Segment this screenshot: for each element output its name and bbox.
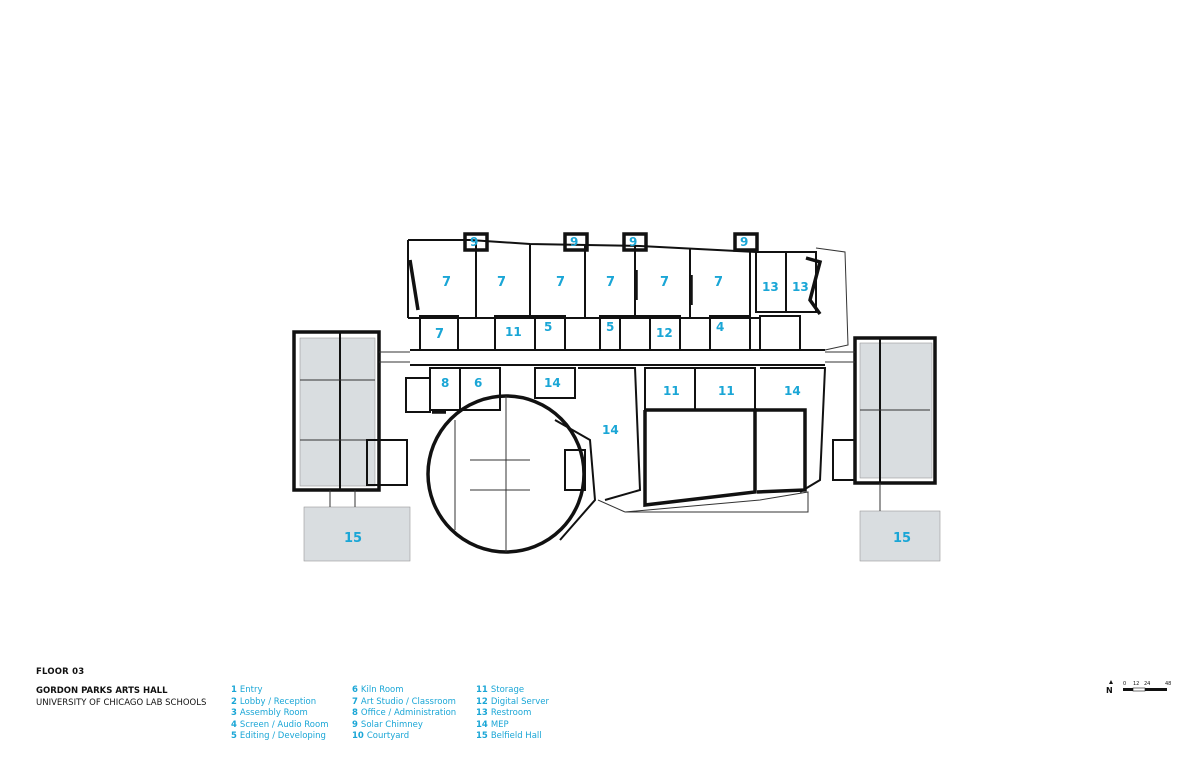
scale-bar: N 0 12 24 48	[1106, 680, 1171, 695]
scale-tick-12: 12	[1133, 681, 1139, 687]
room-label-office: 8	[441, 376, 449, 390]
room-label-studio-3: 7	[556, 275, 565, 290]
room-label-solar-chimney-2: 9	[570, 235, 578, 249]
room-label-kiln: 6	[474, 376, 482, 390]
east-wing	[832, 336, 937, 511]
scale-tick-0: 0	[1123, 681, 1126, 687]
room-label-restroom-1: 13	[762, 280, 779, 294]
room-label-mep-1: 14	[544, 376, 561, 390]
room-label-belfield-west: 15	[344, 531, 362, 546]
room-label-studio-6: 7	[714, 275, 723, 290]
north-arrow-icon: N	[1106, 686, 1113, 695]
room-label-digital-server: 12	[656, 326, 673, 340]
room-label-solar-chimney-3: 9	[629, 235, 637, 249]
room-label-mep-2: 14	[784, 384, 801, 398]
solar-chimney-2	[563, 232, 589, 252]
client-name: UNIVERSITY OF CHICAGO LAB SCHOOLS	[36, 698, 207, 708]
floor-plan: 9 9 9 9 7 7 7 7 7 7 7 13 13 11 5 5 12 4 …	[292, 232, 941, 562]
room-label-editing-1: 5	[544, 320, 552, 334]
solar-chimney-4	[733, 232, 759, 252]
room-label-solar-chimney-4: 9	[740, 235, 748, 249]
room-label-studio-2: 7	[497, 275, 506, 290]
room-label-storage-3: 11	[718, 384, 735, 398]
scale-tick-24: 24	[1144, 681, 1150, 687]
room-label-belfield-east: 15	[893, 531, 911, 546]
solar-chimney-3	[622, 232, 648, 252]
project-title: GORDON PARKS ARTS HALL	[36, 686, 168, 696]
room-label-screen-audio: 4	[716, 320, 724, 334]
south-rooms	[405, 367, 827, 513]
belfield-hall-east	[859, 510, 941, 562]
room-label-storage-1: 11	[505, 325, 522, 339]
circular-room	[426, 394, 597, 554]
studio-band	[407, 232, 849, 351]
floor-title: FLOOR 03	[36, 667, 85, 677]
room-label-editing-2: 5	[606, 320, 614, 334]
west-wing	[292, 330, 408, 507]
room-label-studio-1: 7	[442, 275, 451, 290]
belfield-hall-west	[303, 506, 411, 562]
room-label-storage-2: 11	[663, 384, 680, 398]
room-label-studio-4: 7	[606, 275, 615, 290]
room-label-studio-7: 7	[435, 327, 444, 342]
room-label-mep-3: 14	[602, 423, 619, 437]
scale-tick-48: 48	[1165, 681, 1171, 687]
room-label-studio-5: 7	[660, 275, 669, 290]
room-label-solar-chimney-1: 9	[470, 235, 478, 249]
room-label-restroom-2: 13	[792, 280, 809, 294]
solar-chimney-1	[463, 232, 489, 252]
